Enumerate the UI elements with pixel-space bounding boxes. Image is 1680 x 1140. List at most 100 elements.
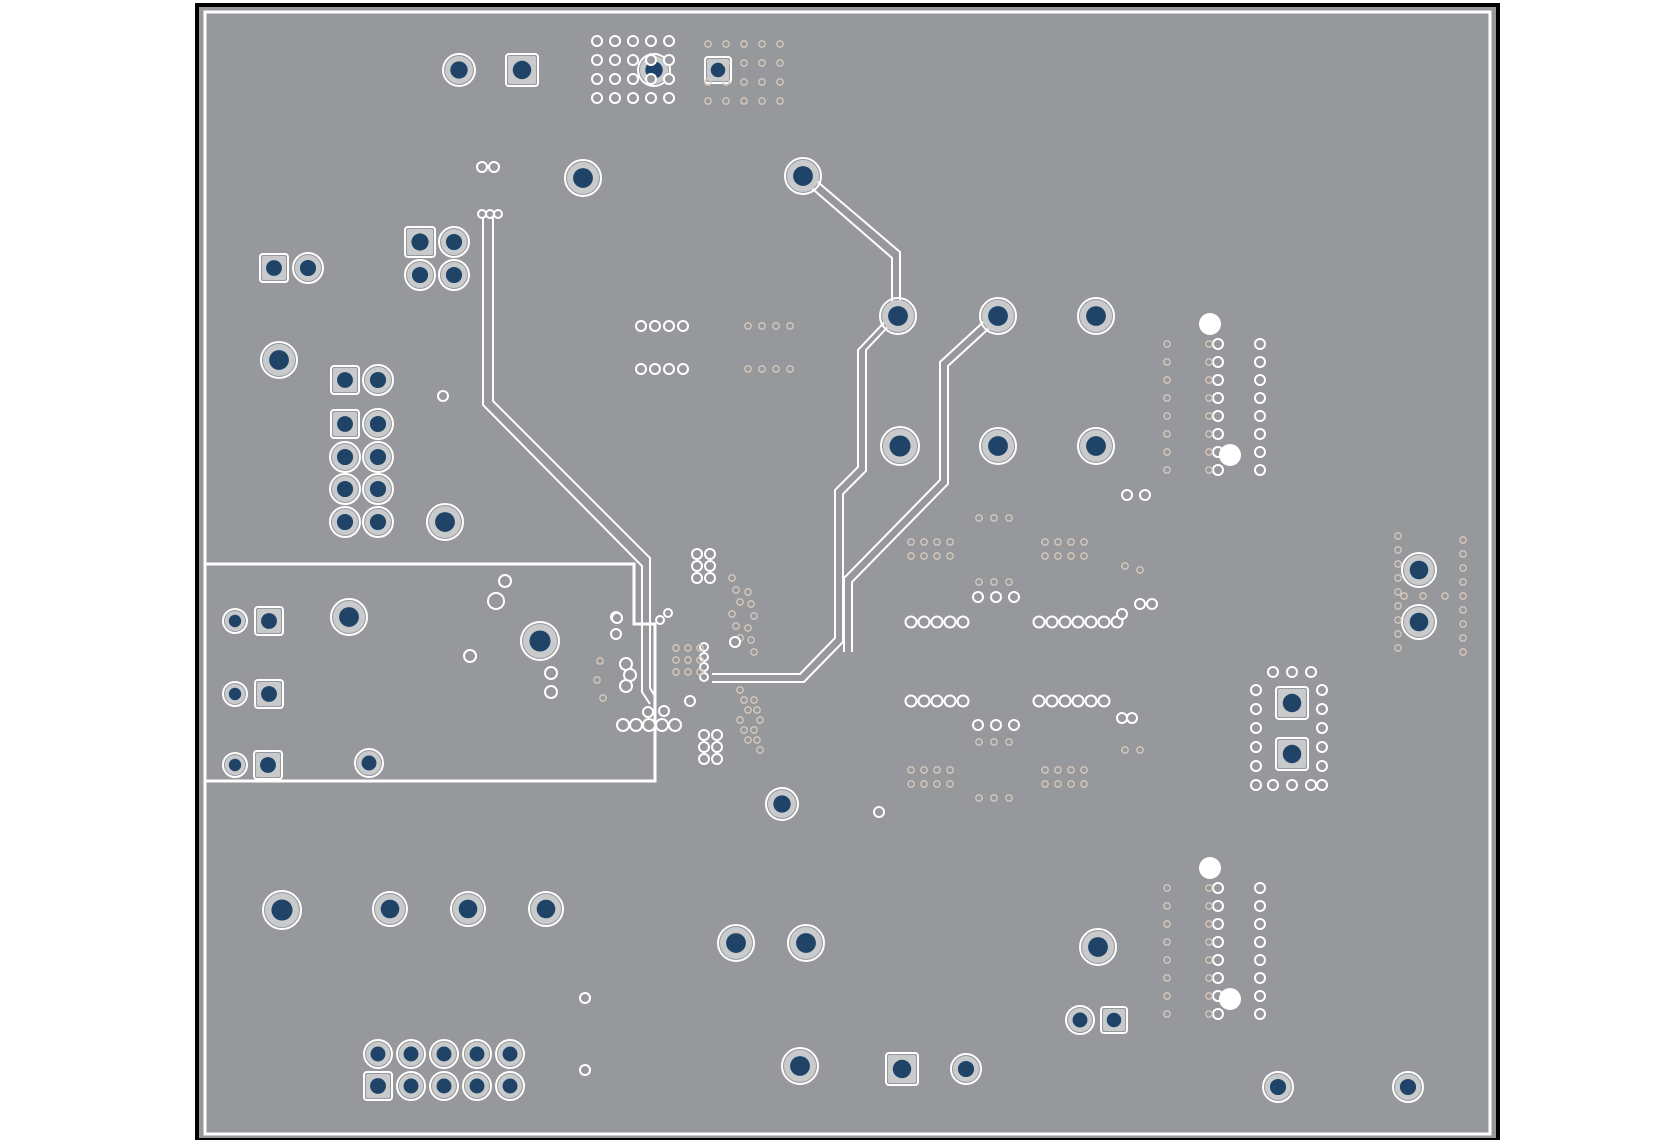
via — [956, 615, 970, 629]
faint-via — [1163, 974, 1171, 982]
via — [1254, 428, 1266, 440]
via — [904, 615, 918, 629]
via — [655, 718, 669, 732]
round-pad — [1077, 297, 1115, 335]
faint-via — [1394, 560, 1402, 568]
round-pad — [362, 441, 394, 473]
board-inner-outline — [203, 10, 1492, 1136]
via — [691, 548, 703, 560]
faint-via — [1041, 538, 1049, 546]
faint-via — [1400, 592, 1408, 600]
faint-via — [946, 552, 954, 560]
via — [487, 592, 505, 610]
via — [704, 572, 716, 584]
copper-island-outline — [205, 562, 657, 783]
via — [1316, 760, 1328, 772]
faint-via — [1121, 562, 1129, 570]
via — [544, 685, 558, 699]
faint-via — [1205, 956, 1213, 964]
faint-via — [946, 780, 954, 788]
via — [1267, 666, 1279, 678]
via — [677, 320, 689, 332]
faint-via — [1394, 644, 1402, 652]
via — [476, 161, 488, 173]
via — [579, 1064, 591, 1076]
faint-via — [1041, 766, 1049, 774]
faint-via — [990, 514, 998, 522]
square-pad — [363, 1071, 393, 1101]
via — [609, 54, 621, 66]
round-pad — [462, 1039, 492, 1069]
faint-via — [1459, 564, 1467, 572]
faint-via — [732, 622, 740, 630]
via — [1097, 694, 1111, 708]
faint-via — [1205, 376, 1213, 384]
round-pad — [329, 441, 361, 473]
round-pad — [396, 1039, 426, 1069]
via — [1254, 918, 1266, 930]
round-pad — [781, 1047, 819, 1085]
trace-right — [843, 313, 993, 652]
square-pad — [253, 750, 283, 780]
faint-via — [684, 656, 692, 664]
via — [645, 92, 657, 104]
faint-via — [756, 716, 764, 724]
faint-via — [772, 365, 780, 373]
faint-via — [704, 40, 712, 48]
faint-via — [1205, 938, 1213, 946]
faint-via — [672, 644, 680, 652]
round-pad — [787, 924, 825, 962]
via — [1254, 338, 1266, 350]
faint-via — [1067, 552, 1075, 560]
round-pad — [1077, 427, 1115, 465]
faint-via — [1459, 634, 1467, 642]
via — [956, 694, 970, 708]
via — [684, 695, 696, 707]
round-pad — [442, 53, 476, 87]
faint-via — [1394, 546, 1402, 554]
via — [677, 363, 689, 375]
round-pad — [363, 1039, 393, 1069]
faint-via — [1205, 1010, 1213, 1018]
faint-via — [736, 716, 744, 724]
via — [579, 992, 591, 1004]
via — [917, 615, 931, 629]
via — [711, 753, 723, 765]
square-pad — [1100, 1006, 1128, 1034]
via — [1316, 684, 1328, 696]
faint-via — [722, 78, 730, 86]
via — [649, 363, 661, 375]
faint-via — [1459, 606, 1467, 614]
via — [1316, 722, 1328, 734]
via — [1212, 1008, 1224, 1020]
faint-via — [1205, 974, 1213, 982]
via — [655, 615, 665, 625]
faint-via — [750, 696, 758, 704]
faint-via — [975, 514, 983, 522]
round-pad — [362, 408, 394, 440]
faint-via — [772, 322, 780, 330]
via — [645, 54, 657, 66]
faint-via — [722, 59, 730, 67]
via — [485, 209, 495, 219]
via — [635, 363, 647, 375]
via — [990, 719, 1002, 731]
round-pad — [520, 621, 560, 661]
faint-via — [728, 610, 736, 618]
round-pad — [950, 1053, 982, 1085]
round-pad — [765, 787, 799, 821]
faint-via — [933, 780, 941, 788]
via — [1316, 741, 1328, 753]
faint-via — [990, 578, 998, 586]
faint-via — [722, 97, 730, 105]
round-pad — [528, 891, 564, 927]
via — [1084, 615, 1098, 629]
faint-via — [599, 694, 607, 702]
faint-via — [1080, 552, 1088, 560]
via — [1305, 666, 1317, 678]
faint-via — [740, 40, 748, 48]
via — [1250, 722, 1262, 734]
round-pad — [564, 159, 602, 197]
faint-via — [736, 598, 744, 606]
round-pad — [717, 924, 755, 962]
